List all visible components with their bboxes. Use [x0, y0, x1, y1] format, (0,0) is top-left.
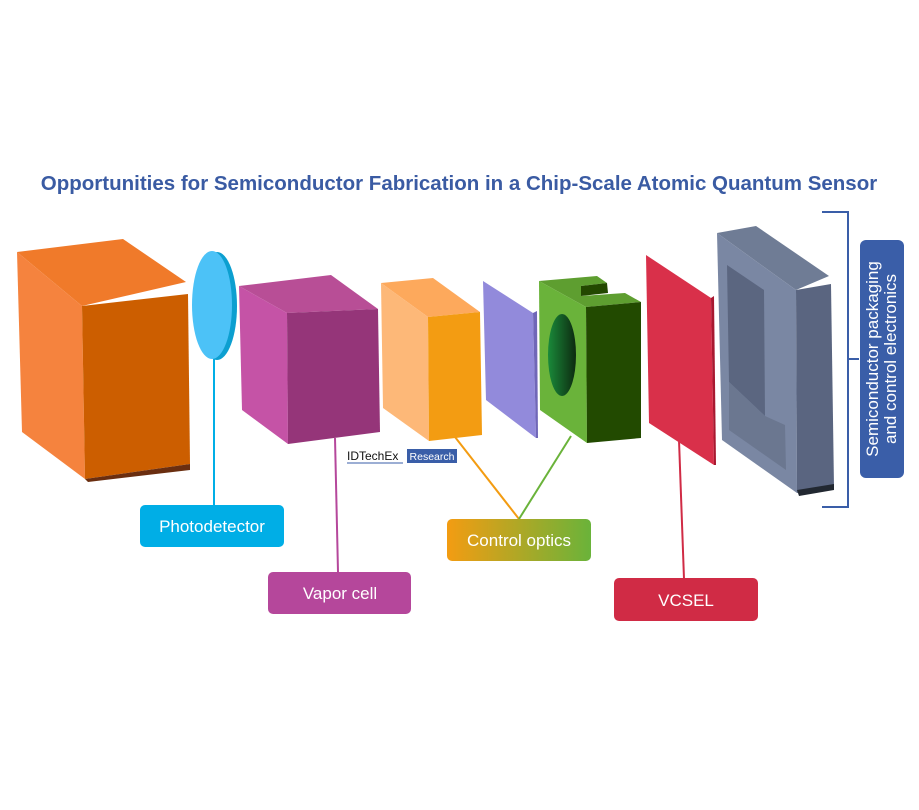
vapor-cell-text: Vapor cell [303, 584, 377, 603]
idtechex-logo: IDTechEx Research [347, 449, 457, 464]
vapor-cell-leader [334, 437, 339, 573]
packaging-label-line2: and control electronics [881, 274, 900, 444]
diagram-title: Opportunities for Semiconductor Fabricat… [41, 172, 877, 195]
optics-plate [483, 281, 538, 438]
leader-lines [213, 358, 685, 580]
logo-tag: Research [410, 451, 455, 463]
vapor-cell-label: Vapor cell [268, 572, 411, 614]
photodetector-label: Photodetector [140, 505, 284, 547]
logo-brand: IDTechEx [347, 449, 398, 463]
packaging-label-line1: Semiconductor packaging [863, 261, 882, 457]
orange-block [17, 239, 190, 482]
photodetector-lens [192, 251, 237, 360]
packaging-label: Semiconductor packaging and control elec… [860, 240, 904, 478]
optics-block [381, 278, 482, 441]
vcsel-text: VCSEL [658, 591, 714, 610]
control-optics-label: Control optics [447, 519, 591, 561]
control-optics-text: Control optics [467, 531, 571, 550]
green-block [539, 276, 641, 443]
vapor-cell-cube [239, 275, 380, 444]
packaging-bracket [822, 211, 859, 508]
optics-leader-2 [518, 435, 572, 520]
photodetector-text: Photodetector [159, 517, 265, 536]
vcsel-plate [646, 255, 716, 465]
vcsel-label: VCSEL [614, 578, 758, 621]
optics-leader-1 [454, 436, 520, 520]
packaging-frame [717, 226, 834, 496]
vcsel-leader [678, 439, 685, 580]
